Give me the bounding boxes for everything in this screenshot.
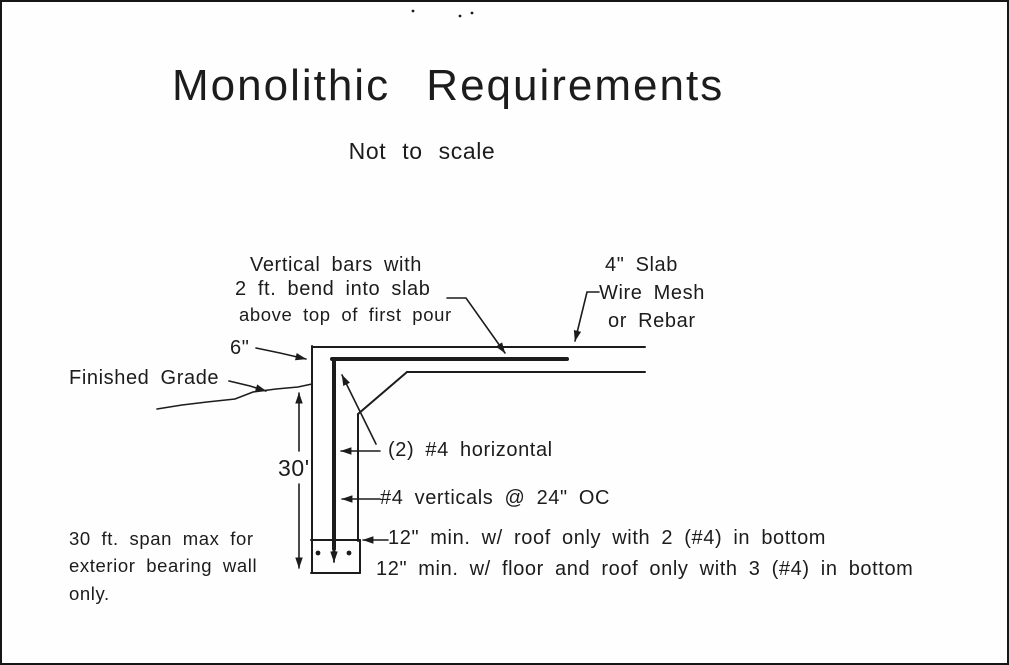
- label-horizontal-bars: (2) #4 horizontal: [388, 439, 553, 461]
- leader-six-inch: [255, 347, 307, 361]
- ink-speck: [458, 14, 462, 18]
- label-vertical-bars-line3: above top of first pour: [239, 304, 452, 325]
- leader-finished-grade: [228, 380, 267, 392]
- footing-bottom-bar-dot: [331, 550, 337, 556]
- drawing-subtitle: Not to scale: [348, 138, 496, 164]
- label-slab-line3: or Rebar: [608, 310, 696, 332]
- footing-bottom-bar-dot: [346, 550, 352, 556]
- finished-grade-line: [156, 383, 313, 410]
- label-footing-floor-roof: 12" min. w/ floor and roof only with 3 (…: [376, 558, 914, 580]
- leader-horizontal-bars-diag: [341, 374, 377, 445]
- drawing-title: Monolithic Requirements: [172, 61, 725, 110]
- label-span-note-line3: only.: [69, 583, 110, 604]
- leader-wire-mesh: [573, 291, 600, 342]
- label-footing-roof-only: 12" min. w/ roof only with 2 (#4) in bot…: [388, 527, 827, 549]
- label-vertical-bars-line1: Vertical bars with: [250, 254, 422, 276]
- ink-speck: [470, 11, 474, 15]
- ink-speck: [411, 9, 415, 13]
- label-finished-grade: Finished Grade: [69, 367, 220, 389]
- label-vertical-bars-line2: 2 ft. bend into slab: [235, 278, 431, 300]
- label-slab-line2: Wire Mesh: [599, 282, 705, 304]
- label-span-note-line1: 30 ft. span max for: [69, 528, 254, 549]
- footing-bottom-bar-dot: [315, 550, 321, 556]
- label-wall-height: 30': [278, 455, 310, 481]
- leader-bend-into-slab: [446, 297, 506, 354]
- label-six-inch: 6": [230, 337, 250, 359]
- label-span-note-line2: exterior bearing wall: [69, 555, 258, 576]
- label-slab-line1: 4" Slab: [605, 254, 679, 276]
- slab-haunch-line: [357, 371, 408, 415]
- label-vertical-bar-spacing: #4 verticals @ 24" OC: [380, 487, 611, 509]
